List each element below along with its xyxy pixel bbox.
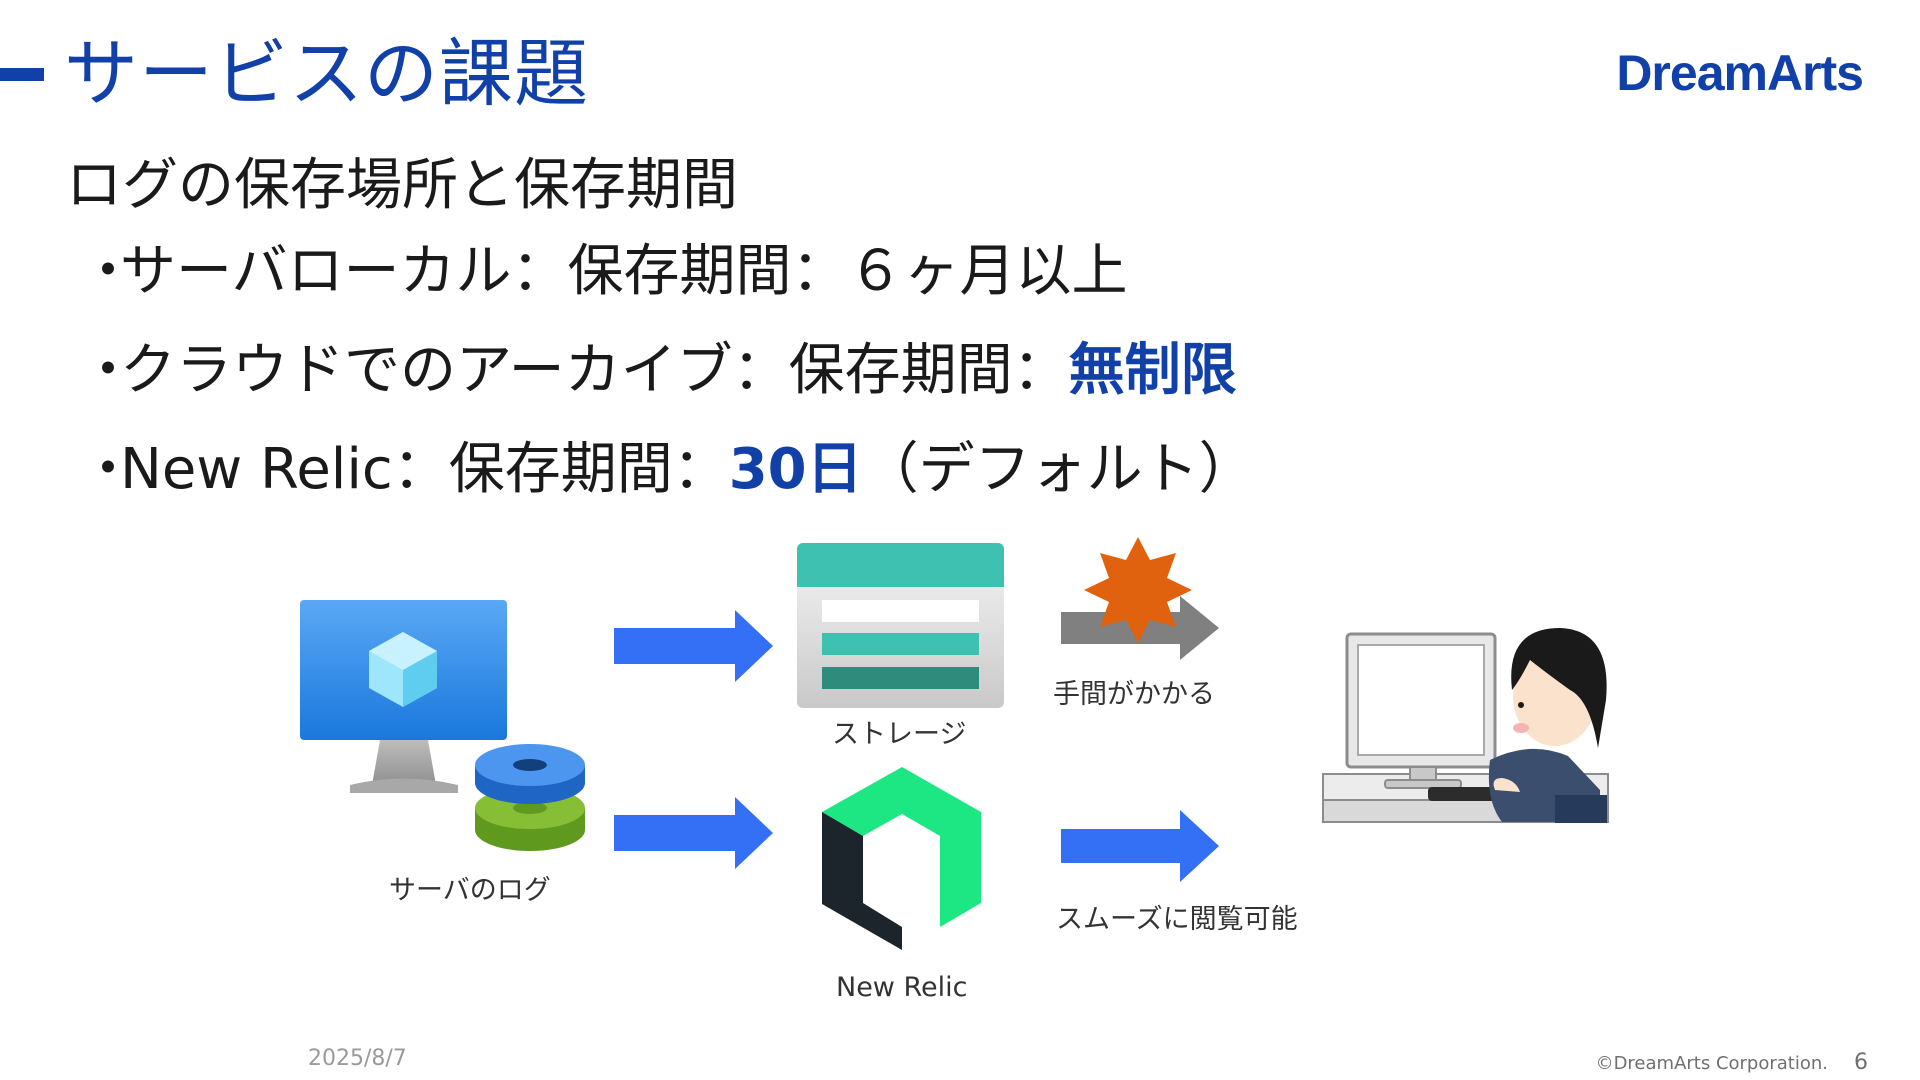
bullet-highlight: 30日 — [728, 437, 863, 502]
slide-subtitle: ログの保存場所と保存期間 — [66, 153, 738, 218]
bullet-list: ・サーバローカル：保存期間：６ヶ月以上 ・クラウドでのアーカイブ：保存期間：無制… — [80, 232, 1255, 529]
copyright-text: ©DreamArts Corporation. — [1595, 1053, 1828, 1074]
log-disk-icon — [475, 744, 585, 851]
bullet-item: ・クラウドでのアーカイブ：保存期間：無制限 — [80, 331, 1255, 430]
dreamarts-logo: DreamArts — [1616, 45, 1864, 101]
bullet-item: ・New Relic：保存期間：30日（デフォルト） — [80, 430, 1255, 529]
bullet-item: ・サーバローカル：保存期間：６ヶ月以上 — [80, 232, 1255, 331]
bullet-text: New Relic：保存期間： — [120, 437, 729, 502]
arrow-to-newrelic — [614, 797, 773, 869]
burst-icon — [1084, 537, 1192, 643]
storage-caption: ストレージ — [832, 719, 967, 750]
bullet-text: サーバローカル：保存期間：６ヶ月以上 — [120, 239, 1128, 304]
smooth-caption: スムーズに閲覧可能 — [1056, 904, 1298, 935]
server-log-caption: サーバのログ — [389, 875, 551, 906]
newrelic-caption: New Relic — [836, 972, 968, 1003]
new-relic-logo-icon — [822, 767, 981, 950]
page-number: 6 — [1854, 1050, 1868, 1075]
slide-date: 2025/8/7 — [308, 1046, 407, 1071]
virtual-machine-icon — [300, 600, 507, 793]
storage-account-icon — [797, 543, 1004, 708]
footer-copyright: ©DreamArts Corporation. 6 — [1596, 1050, 1868, 1075]
person-at-computer-icon — [1322, 628, 1609, 823]
bullet-text: クラウドでのアーカイブ：保存期間： — [120, 338, 1069, 403]
slide-title: サービスの課題 — [64, 31, 589, 117]
arrow-to-storage — [614, 610, 773, 682]
smooth-arrow — [1061, 810, 1219, 882]
hassle-caption: 手間がかかる — [1053, 679, 1215, 710]
title-accent-bar — [0, 68, 44, 81]
bullet-suffix: （デフォルト） — [862, 437, 1255, 502]
bullet-highlight: 無制限 — [1068, 338, 1237, 403]
